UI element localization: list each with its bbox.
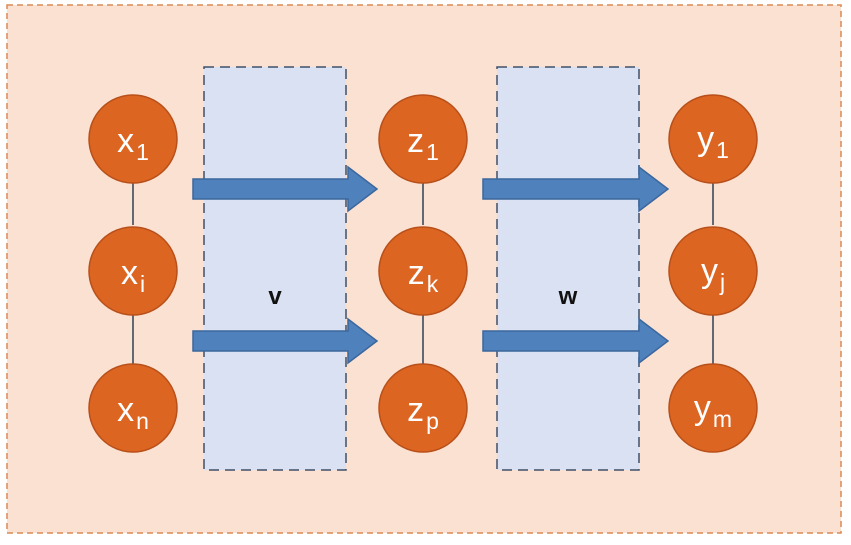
arrow-v-top: [192, 165, 379, 213]
node-circle: [378, 363, 468, 453]
node-label: ym: [694, 389, 732, 432]
node-xn: xn: [88, 363, 178, 453]
weight-panel-v: [203, 66, 347, 471]
arrow-v-bottom: [192, 317, 379, 365]
weight-label-v: v: [268, 283, 282, 310]
arrow-w-bottom: [482, 317, 670, 365]
node-label: xi: [121, 254, 145, 297]
node-circle: [88, 363, 178, 453]
node-z1: z1: [378, 94, 468, 184]
node-circle: [668, 226, 758, 316]
node-circle: [378, 226, 468, 316]
node-zp: zp: [378, 363, 468, 453]
node-yj: yj: [668, 226, 758, 316]
node-ym: ym: [668, 363, 758, 453]
node-label: y1: [697, 120, 729, 163]
weight-label-w: w: [558, 283, 578, 310]
node-label: zp: [407, 391, 439, 434]
node-zk: zk: [378, 226, 468, 316]
node-circle: [668, 363, 758, 453]
weight-panel-w: [496, 66, 640, 471]
node-circle: [668, 94, 758, 184]
node-label: zk: [408, 254, 439, 297]
node-label: yj: [701, 252, 725, 295]
node-circle: [88, 94, 178, 184]
node-label: x1: [117, 122, 149, 165]
node-circle: [378, 94, 468, 184]
node-x1: x1: [88, 94, 178, 184]
node-circle: [88, 226, 178, 316]
arrow-w-top: [482, 165, 670, 213]
node-label: z1: [407, 122, 439, 165]
node-label: xn: [117, 391, 149, 434]
node-y1: y1: [668, 94, 758, 184]
node-xi: xi: [88, 226, 178, 316]
